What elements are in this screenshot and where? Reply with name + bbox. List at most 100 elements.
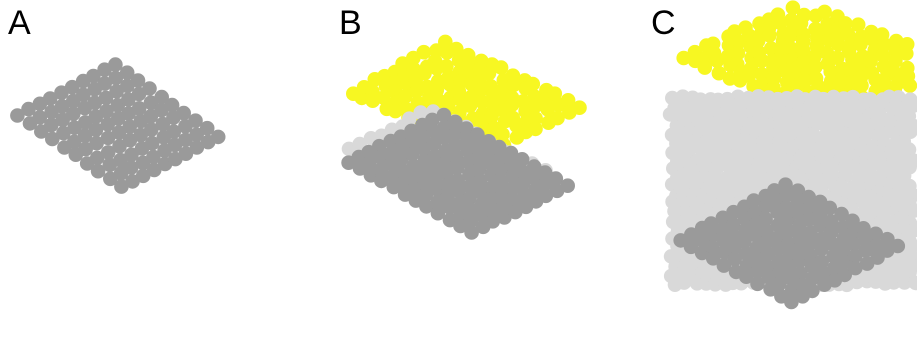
particle-dark-gray bbox=[802, 211, 817, 227]
particle-yellow bbox=[550, 110, 565, 126]
particle-dark-gray bbox=[758, 211, 773, 227]
particle-dark-gray bbox=[846, 236, 861, 252]
particle-dark-gray bbox=[404, 123, 419, 139]
particle-dark-gray bbox=[750, 276, 765, 292]
particle-dark-gray bbox=[415, 129, 431, 144]
particle-dark-gray bbox=[746, 193, 762, 208]
particle-yellow bbox=[796, 54, 811, 70]
particle-dark-gray bbox=[727, 251, 742, 267]
particle-dark-gray bbox=[814, 254, 829, 269]
particle-dark-gray bbox=[684, 227, 699, 242]
particle-yellow bbox=[899, 46, 914, 61]
particle-yellow bbox=[888, 53, 903, 69]
particle-dark-gray bbox=[526, 170, 542, 186]
particle-dark-gray bbox=[845, 213, 860, 229]
particle-dark-gray bbox=[373, 162, 389, 178]
particle-yellow bbox=[560, 93, 576, 108]
particle-yellow bbox=[572, 100, 587, 115]
particle-yellow bbox=[808, 59, 823, 75]
particle-dark-gray bbox=[155, 116, 171, 132]
particle-yellow bbox=[730, 45, 746, 61]
particle-dark-gray bbox=[89, 150, 105, 166]
particle-dark-gray bbox=[430, 205, 446, 221]
particle-dark-gray bbox=[459, 121, 474, 136]
particle-dark-gray bbox=[835, 243, 851, 258]
particle-dark-gray bbox=[122, 119, 137, 134]
particle-dark-gray bbox=[21, 101, 36, 117]
particle-dark-gray bbox=[42, 91, 58, 106]
particle-dark-gray bbox=[76, 87, 91, 103]
particle-dark-gray bbox=[404, 135, 420, 150]
particle-dark-gray bbox=[834, 206, 849, 222]
particle-dark-gray bbox=[189, 127, 204, 142]
particle-dark-gray bbox=[793, 266, 808, 281]
particle-dark-gray bbox=[372, 138, 387, 154]
particle-dark-gray bbox=[144, 136, 160, 151]
particle-yellow bbox=[528, 111, 543, 126]
particle-dark-gray bbox=[779, 200, 794, 216]
particle-dark-gray bbox=[123, 160, 139, 175]
particle-dark-gray bbox=[823, 214, 839, 229]
particle-yellow bbox=[750, 33, 766, 49]
particle-dark-gray bbox=[474, 207, 489, 223]
particle-dark-gray bbox=[143, 95, 159, 110]
particle-dark-gray bbox=[705, 239, 720, 255]
particle-dark-gray bbox=[89, 135, 104, 151]
particle-yellow bbox=[398, 89, 413, 104]
particle-dark-gray bbox=[473, 185, 489, 200]
panel-label-a: A bbox=[8, 4, 31, 42]
particle-yellow bbox=[854, 78, 869, 93]
particle-yellow bbox=[416, 44, 432, 60]
particle-dark-gray bbox=[415, 141, 431, 156]
particle-dark-gray bbox=[113, 152, 128, 168]
particle-light-gray bbox=[906, 203, 917, 218]
particle-dark-gray bbox=[448, 114, 463, 130]
particle-dark-gray bbox=[361, 144, 377, 160]
particle-dark-gray bbox=[176, 105, 191, 121]
panel-label-b: B bbox=[339, 4, 362, 42]
particle-yellow bbox=[831, 37, 846, 52]
particle-dark-gray bbox=[784, 294, 799, 310]
particle-dark-gray bbox=[485, 214, 501, 229]
particle-dark-gray bbox=[802, 235, 818, 251]
particle-light-gray bbox=[905, 238, 917, 253]
particle-dark-gray bbox=[44, 117, 59, 133]
particle-dark-gray bbox=[135, 168, 151, 184]
particle-yellow bbox=[540, 102, 555, 117]
particle-dark-gray bbox=[822, 200, 838, 216]
particle-light-gray bbox=[413, 105, 429, 120]
particle-dark-gray bbox=[437, 130, 452, 146]
particle-dark-gray bbox=[103, 171, 118, 187]
particle-dark-gray bbox=[491, 139, 507, 155]
particle-dark-gray bbox=[122, 133, 138, 148]
particle-dark-gray bbox=[146, 149, 161, 165]
particle-dark-gray bbox=[526, 159, 542, 174]
particle-yellow bbox=[838, 16, 853, 31]
particle-dark-gray bbox=[726, 217, 741, 232]
particle-dark-gray bbox=[131, 101, 147, 116]
particle-dark-gray bbox=[801, 189, 816, 205]
panel-c-lattice bbox=[662, 0, 917, 310]
particle-dark-gray bbox=[779, 187, 794, 203]
particle-dark-gray bbox=[837, 267, 852, 283]
particle-dark-gray bbox=[199, 120, 215, 136]
particle-dark-gray bbox=[144, 122, 159, 137]
particle-dark-gray bbox=[97, 76, 112, 91]
particle-dark-gray bbox=[111, 125, 127, 140]
particle-yellow bbox=[853, 37, 868, 52]
particle-dark-gray bbox=[114, 179, 129, 194]
particle-dark-gray bbox=[848, 260, 863, 276]
particle-light-gray bbox=[707, 277, 723, 292]
particle-dark-gray bbox=[427, 159, 443, 174]
particle-dark-gray bbox=[464, 225, 479, 240]
particle-dark-gray bbox=[64, 79, 80, 95]
particle-dark-gray bbox=[419, 199, 434, 214]
particle-dark-gray bbox=[56, 125, 71, 141]
particle-dark-gray bbox=[55, 112, 70, 128]
particle-yellow bbox=[754, 53, 770, 68]
particle-dark-gray bbox=[108, 70, 124, 86]
panel-a-lattice bbox=[10, 57, 226, 194]
particle-dark-gray bbox=[473, 173, 488, 189]
particle-yellow bbox=[793, 15, 809, 31]
particle-dark-gray bbox=[178, 132, 193, 148]
